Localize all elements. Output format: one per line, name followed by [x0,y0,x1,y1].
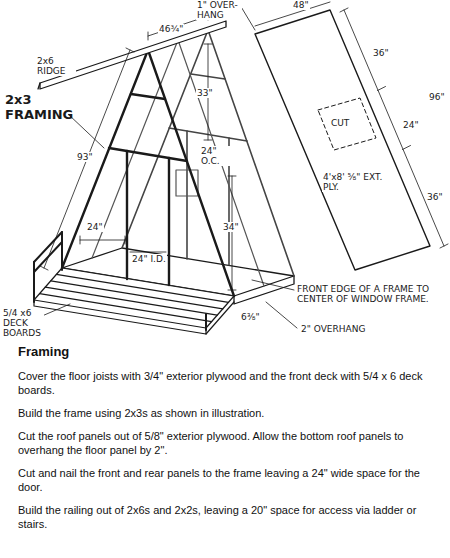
dimension-label: 1" OVER- HANG [196,0,242,20]
section-heading: Framing [18,344,432,359]
dimension-label: 36" [372,48,390,58]
dimension-label: 5/4 x6 DECK BOARDS [2,308,44,338]
instruction-paragraph: Build the railing out of 2x6s and 2x2s, … [18,503,432,531]
instruction-paragraph: Cut and nail the front and rear panels t… [18,466,432,494]
dimension-label: 24" I.D. [131,254,167,264]
dimension-label: 33" [196,88,214,98]
dimension-label: 24" O.C. [200,146,236,166]
dimension-label: 34" [222,222,240,232]
dimension-label: 93" [76,152,94,162]
instruction-paragraph: Cover the floor joists with 3/4" exterio… [18,369,432,397]
dimension-label: 6⅜" [240,312,261,322]
dimension-label: 2x6 RIDGE [36,56,76,76]
leader-lines [42,5,297,328]
dimension-label: 24" [86,222,104,232]
dimension-label: 2x3 FRAMING [4,92,68,122]
deck [34,268,234,334]
dimension-label: 46¾" [158,24,184,34]
dimension-label: 4'x8' ⅝" EXT. PLY. [322,172,398,192]
dimension-label: FRONT EDGE OF A FRAME TO CENTER OF WINDO… [296,284,448,304]
dimension-label: 24" [402,120,420,130]
middle-a-frame [92,40,264,286]
railing [34,232,206,330]
instruction-paragraph: Cut the roof panels out of 5/8" exterior… [18,429,432,457]
dimension-label: 2" OVERHANG [300,324,366,334]
text-section: FramingCover the floor joists with 3/4" … [18,344,432,540]
dimension-label: 36" [426,192,444,202]
instruction-paragraph: Build the frame using 2x3s as shown in i… [18,406,432,420]
dimension-label: CUT [330,118,350,128]
dimension-label: 96" [428,92,446,102]
roof-panel [255,10,430,270]
ridge-beam [38,21,226,89]
dimension-label: 48" [292,0,310,10]
dimension-lines [40,2,448,290]
